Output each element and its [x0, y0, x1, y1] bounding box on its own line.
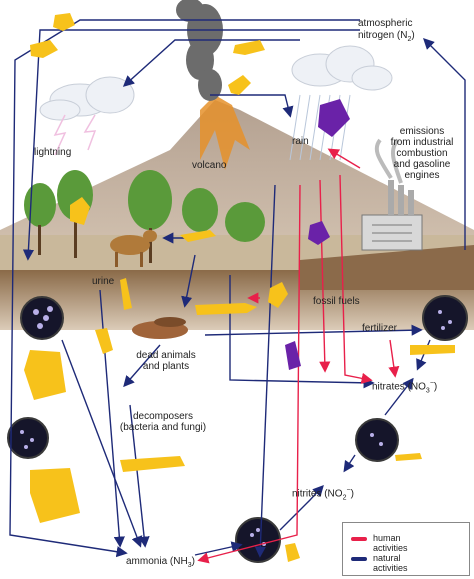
dead-animals-label: dead animals and plants — [136, 350, 196, 372]
yellow-highlights — [24, 13, 455, 562]
bacteria-specks — [20, 306, 452, 546]
lightning-bolt — [53, 114, 97, 156]
fertilizer-label: fertilizer — [362, 323, 398, 334]
factory — [361, 138, 423, 251]
volcano-label: volcano — [192, 160, 227, 171]
decomposers-label: decomposers (bacteria and fungi) — [119, 411, 207, 433]
lightning-label: lightning — [34, 147, 72, 158]
bacteria-circles — [7, 295, 468, 563]
legend-natural-label: natural activities — [373, 553, 408, 573]
legend: human activities natural activities — [342, 522, 470, 576]
emissions-label: emissions from industrial combustion and… — [390, 126, 454, 181]
rain-label: rain — [292, 136, 309, 147]
dead-plants-log — [132, 317, 188, 339]
nitrates-label: nitrates (NO3−) — [372, 380, 438, 395]
fossil-fuels-label: fossil fuels — [313, 296, 360, 307]
nitrites-label: nitrites (NO2−) — [292, 487, 354, 502]
nitrogen-label: nitrogen (N2) — [358, 30, 415, 43]
legend-natural-swatch — [351, 557, 367, 561]
cloud-right — [291, 45, 393, 91]
ammonia-label: ammonia (NH3) — [126, 556, 195, 569]
purple-highlights — [285, 99, 350, 370]
cloud-left — [39, 76, 135, 121]
urine-label: urine — [92, 276, 115, 287]
volcano-smoke — [176, 0, 223, 101]
natural-arrows — [9, 19, 466, 558]
human-arrows — [197, 148, 400, 564]
legend-human-swatch — [351, 537, 367, 541]
goat — [110, 230, 157, 267]
atmospheric-label: atmospheric — [358, 18, 413, 29]
legend-human-label: human activities — [373, 533, 408, 553]
